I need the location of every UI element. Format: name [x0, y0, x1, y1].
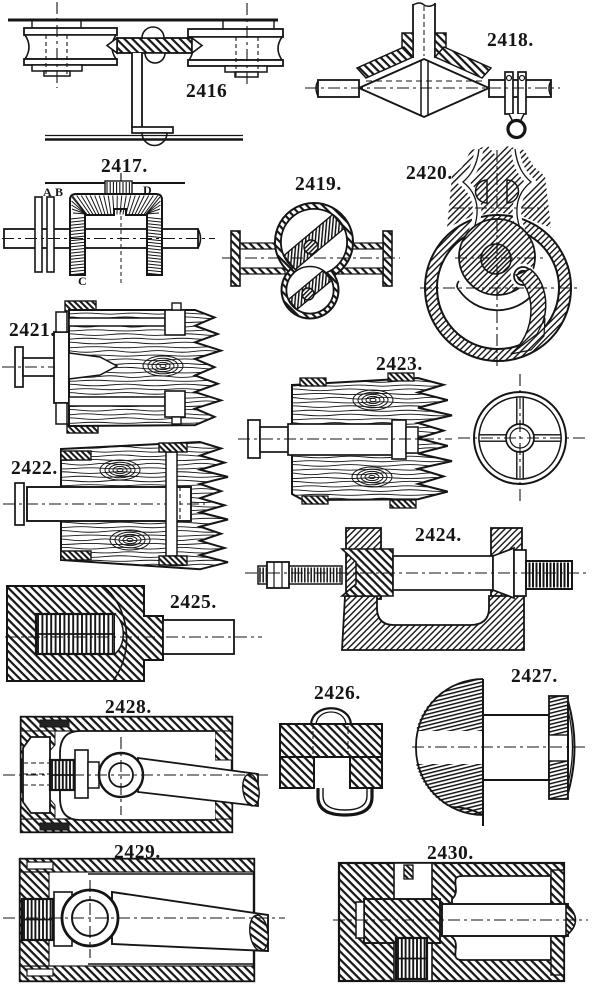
svg-text:2417.: 2417.: [101, 156, 148, 177]
svg-text:C: C: [78, 274, 87, 288]
svg-text:A: A: [43, 185, 52, 199]
svg-text:2428.: 2428.: [105, 697, 152, 718]
svg-text:2427.: 2427.: [511, 666, 558, 687]
svg-text:2422.: 2422.: [11, 458, 58, 479]
svg-text:2425.: 2425.: [170, 592, 217, 613]
svg-text:B: B: [55, 185, 63, 199]
svg-text:2419.: 2419.: [295, 174, 342, 195]
svg-text:2429.: 2429.: [114, 842, 161, 863]
svg-text:2426.: 2426.: [314, 683, 361, 704]
svg-text:2424.: 2424.: [415, 525, 462, 546]
svg-text:D: D: [143, 183, 152, 197]
svg-text:2430.: 2430.: [427, 843, 474, 864]
svg-text:2416: 2416: [186, 81, 227, 102]
svg-text:2418.: 2418.: [487, 30, 534, 51]
svg-text:2421.: 2421.: [9, 320, 56, 341]
svg-text:2423.: 2423.: [376, 354, 423, 375]
svg-text:2420.: 2420.: [406, 163, 453, 184]
